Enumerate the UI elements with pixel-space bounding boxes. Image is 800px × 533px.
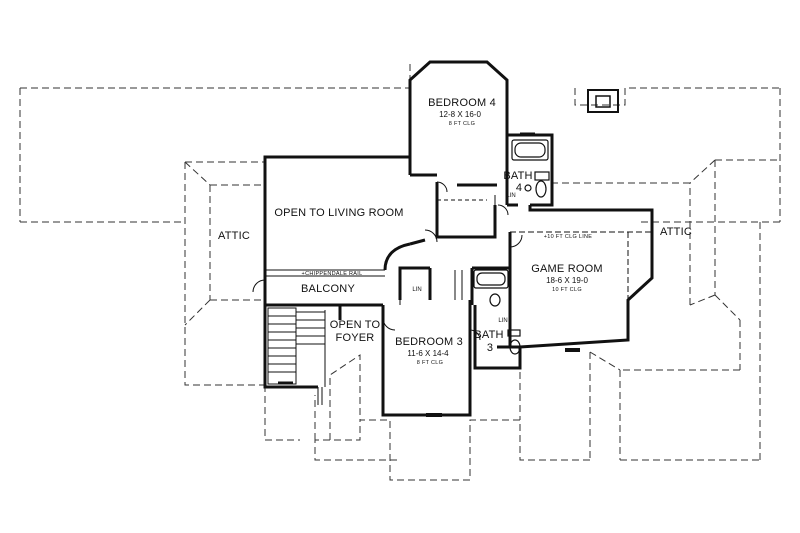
lin-label-balcony: LIN: [412, 287, 422, 293]
attic-right-label: ATTIC: [660, 226, 692, 238]
bath3-name: BATH: [474, 329, 504, 341]
chimney: [587, 89, 619, 113]
bath4-num: 4: [515, 182, 523, 194]
balcony-label: BALCONY: [301, 283, 355, 295]
interior-details: [252, 132, 652, 417]
game-room-size: 18-6 X 19-0: [546, 276, 588, 285]
lin-label-bath3: LIN: [498, 318, 508, 324]
bedroom3-name: BEDROOM 3: [395, 336, 463, 348]
ceiling-line-label: +10 FT CLG LINE: [543, 234, 593, 240]
open-to-foyer-line2: FOYER: [335, 332, 375, 344]
chippendale-rail-label: +CHIPPENDALE RAIL: [301, 271, 363, 277]
open-to-living-room-label: OPEN TO LIVING ROOM: [274, 207, 404, 219]
bedroom4-name: BEDROOM 4: [428, 97, 496, 109]
bath3-fixtures: [473, 269, 521, 355]
game-room-name: GAME ROOM: [531, 263, 603, 275]
bath4-name: BATH: [503, 170, 533, 182]
game-room-ceiling: 10 FT CLG: [552, 287, 582, 293]
bedroom4-size: 12-8 X 16-0: [439, 110, 481, 119]
lin-label-bath4: LIN: [506, 193, 516, 199]
attic-left-label: ATTIC: [218, 230, 250, 242]
roof-outline: [19, 62, 781, 481]
bedroom3-ceiling: 8 FT CLG: [416, 360, 444, 366]
open-to-foyer-line1: OPEN TO: [329, 319, 381, 331]
bedroom3-size: 11-6 X 14-4: [407, 349, 449, 358]
bath4-fixtures: [511, 139, 550, 198]
bedroom4-ceiling: 8 FT CLG: [448, 121, 476, 127]
bath3-num: 3: [486, 342, 494, 354]
